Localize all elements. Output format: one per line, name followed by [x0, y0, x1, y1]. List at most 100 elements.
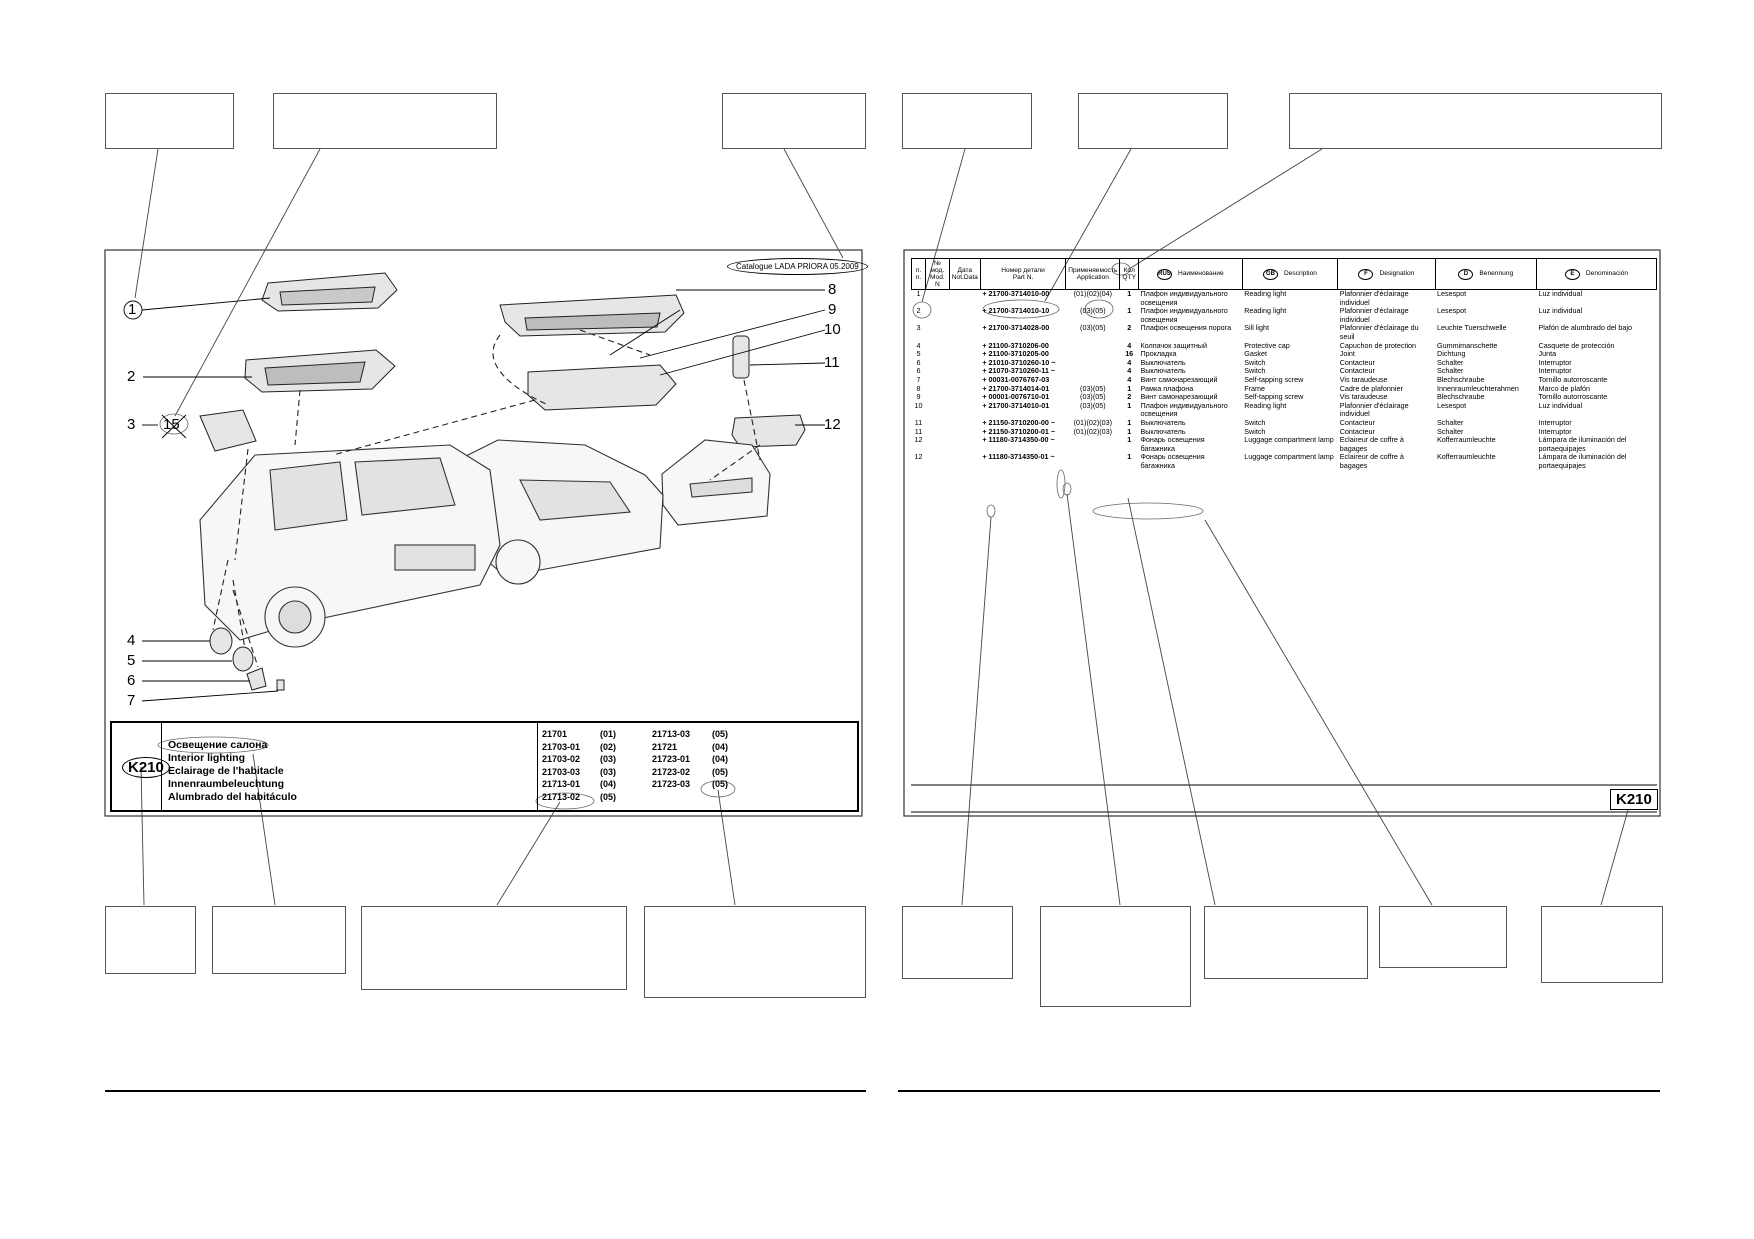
cell-app: (01)(02)(03) — [1073, 426, 1113, 436]
lang-rus-icon: RUS — [1156, 268, 1172, 280]
cell-ru: Рамка плафона — [1140, 383, 1194, 393]
callout-box — [1379, 906, 1507, 968]
callout-number: 6 — [127, 672, 136, 689]
col-pos: п.n. — [911, 258, 926, 290]
cell-fr: Vis taraudeuse — [1339, 374, 1388, 384]
number-leaders — [141, 289, 826, 702]
cell-es: Luz individual — [1538, 306, 1583, 316]
cell-ru: Плафон индивидуального освещения — [1140, 400, 1228, 419]
cell-fr: Vis taraudeuse — [1339, 392, 1388, 402]
cell-pos: 12 — [914, 435, 923, 445]
cell-en: Reading light — [1244, 306, 1287, 316]
cell-fr: Joint — [1339, 349, 1355, 359]
cell-qty: 2 — [1127, 323, 1132, 333]
cell-de: Schalter — [1437, 366, 1464, 376]
cell-en: Reading light — [1244, 289, 1287, 298]
cell-fr: Plafonnier d'éclairage individuel — [1339, 400, 1409, 419]
cell-pos: 5 — [916, 349, 921, 359]
cell-app: (01)(02)(04) — [1073, 289, 1113, 298]
cell-app — [1066, 436, 1120, 453]
cell-pos: 2 — [916, 306, 921, 316]
cell-de: Innenraumleuchterahmen — [1437, 383, 1519, 393]
callout-box — [273, 93, 497, 149]
cell-es: Junta — [1538, 349, 1557, 359]
cell-en: Self-tapping screw — [1244, 374, 1304, 384]
cell-es: Tornillo autorroscante — [1538, 374, 1608, 384]
cell-es: Interruptor — [1538, 426, 1572, 436]
cell-qty: 1 — [1127, 435, 1132, 445]
callout-box — [1040, 906, 1191, 1007]
cell-en: Switch — [1244, 366, 1266, 376]
cell-ru: Плафон индивидуального освещения — [1140, 289, 1228, 307]
lang-f-icon: F — [1358, 268, 1374, 280]
cell-app: (03)(05) — [1080, 400, 1106, 410]
cell-en: Sill light — [1244, 323, 1270, 333]
cell-ru: Выключатель — [1140, 366, 1186, 376]
cell-qty: 1 — [1127, 426, 1132, 436]
dashed-arrows — [212, 329, 761, 668]
cell-de: Leuchte Tuerschwelle — [1437, 323, 1507, 333]
cell-ru: Плафон индивидуального освещения — [1140, 306, 1228, 324]
cell-en: Luggage compartment lamp — [1244, 435, 1334, 445]
cell-part: + 21100-3710206-00 — [982, 340, 1049, 350]
cell-en: Switch — [1244, 357, 1266, 367]
callout-box — [1078, 93, 1228, 149]
cell-en: Switch — [1244, 426, 1266, 436]
cell-en: Frame — [1244, 383, 1266, 393]
cell-part: + 11180-3714350-01 ~ — [982, 452, 1055, 462]
cell-qty: 1 — [1127, 383, 1132, 393]
callout-box — [105, 906, 196, 974]
callout-number: 4 — [127, 632, 136, 649]
cell-part: + 21100-3710205-00 — [982, 349, 1049, 359]
application-models-col1: 21701 21703-01 21703-02 21703-03 21713-0… — [542, 729, 581, 802]
cell-ru: Колпачок защитный — [1140, 340, 1207, 350]
cell-de: Lesespot — [1437, 306, 1467, 316]
cell-app: (03)(05) — [1080, 392, 1106, 402]
cell-pos: 12 — [914, 452, 923, 462]
cell-app: (03)(05) — [1080, 323, 1106, 333]
callout-box — [902, 906, 1013, 979]
cell-ru: Плафон освещения порога — [1140, 323, 1232, 333]
cell-qty: 4 — [1127, 366, 1132, 376]
section-titles: Освещение салона Interior lighting Eclai… — [168, 739, 297, 803]
cell-fr: Eclaireur de coffre à bagages — [1339, 452, 1404, 470]
cell-pos: 9 — [916, 392, 921, 402]
cell-es: Luz individual — [1538, 400, 1583, 410]
cell-en: Gasket — [1244, 349, 1268, 359]
cell-de: Schalter — [1437, 357, 1464, 367]
cell-de: Lesespot — [1437, 400, 1467, 410]
callout-box — [1289, 93, 1662, 149]
cell-qty: 4 — [1127, 340, 1132, 350]
cell-qty: 1 — [1127, 452, 1132, 462]
cell-de: Blechschraube — [1437, 392, 1485, 402]
cell-en: Self-tapping screw — [1244, 392, 1304, 402]
cell-en: Luggage compartment lamp — [1244, 452, 1334, 462]
lang-e-icon: E — [1564, 268, 1580, 280]
car-drawings — [199, 439, 771, 648]
cell-es: Interruptor — [1538, 366, 1572, 376]
cell-part: + 21700-3714014-01 — [982, 383, 1050, 393]
col-mod: № мод.Mod. N — [924, 258, 950, 290]
cell-pos: 11 — [914, 417, 923, 427]
cell-es: Interruptor — [1538, 357, 1572, 367]
cell-part: + 21700-3714010-01 — [982, 400, 1050, 410]
cell-ru: Выключатель — [1140, 357, 1186, 367]
cell-de: Schalter — [1437, 426, 1464, 436]
cell-qty: 1 — [1127, 400, 1132, 410]
cell-ru: Выключатель — [1140, 417, 1186, 427]
